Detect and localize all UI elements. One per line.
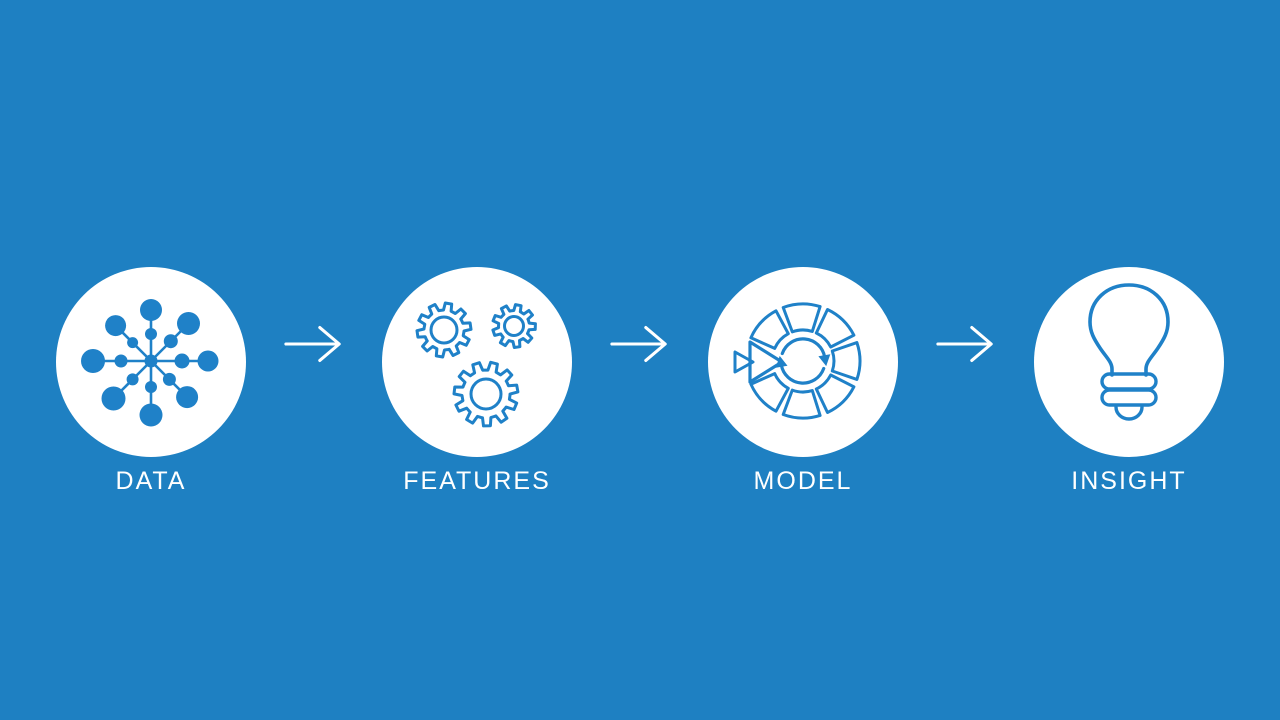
flow-arrow — [246, 267, 382, 457]
step-circle — [56, 267, 246, 457]
network-nodes-icon — [81, 299, 219, 427]
step-label: MODEL — [753, 467, 853, 495]
pipeline-diagram: DATA FEATURES MODEL — [0, 267, 1280, 495]
step-label: DATA — [115, 467, 187, 495]
model-cycle-icon — [733, 302, 862, 420]
right-arrow-icon — [284, 325, 341, 363]
step-model: MODEL — [708, 267, 898, 495]
step-label: FEATURES — [403, 467, 551, 495]
step-features: FEATURES — [382, 267, 572, 495]
flow-arrow — [898, 267, 1034, 457]
step-circle — [708, 267, 898, 457]
right-arrow-icon — [936, 325, 993, 363]
step-circle — [382, 267, 572, 457]
step-data: DATA — [56, 267, 246, 495]
step-insight: INSIGHT — [1034, 267, 1224, 495]
right-arrow-icon — [610, 325, 667, 363]
step-circle — [1034, 267, 1224, 457]
step-label: INSIGHT — [1071, 467, 1187, 495]
lightbulb-icon — [1088, 283, 1170, 421]
gears-icon — [415, 301, 537, 428]
flow-arrow — [572, 267, 708, 457]
